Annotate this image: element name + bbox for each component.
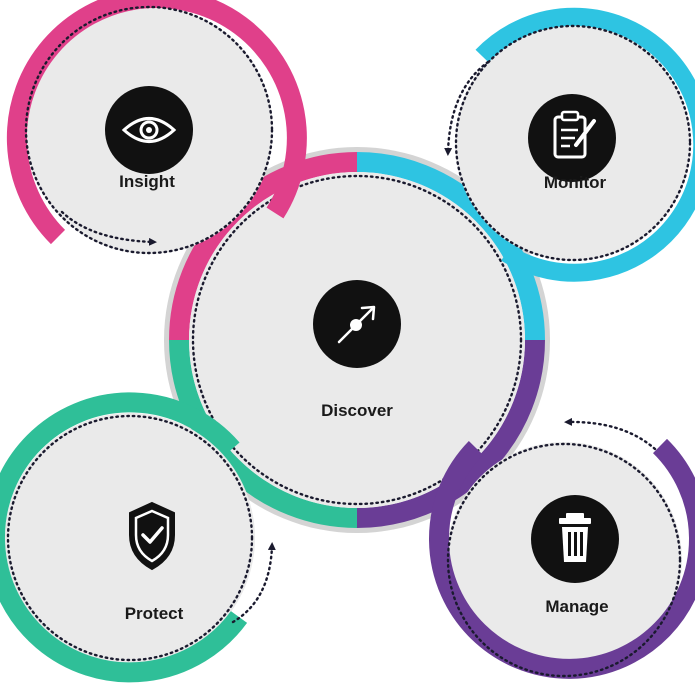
arrow-manage-to-hub: [564, 417, 657, 451]
shield-check-icon: [129, 501, 175, 571]
protect-label: Protect: [125, 604, 184, 623]
insight-label: Insight: [119, 172, 175, 191]
node-monitor: Monitor: [454, 7, 695, 282]
trash-icon: [531, 495, 619, 583]
insight-arc: [6, 0, 307, 245]
center-dotted-ring: [191, 174, 523, 506]
center-label: Discover: [321, 401, 393, 420]
clipboard-pen-icon: [528, 94, 616, 182]
arrow-monitor-to-hub: [444, 60, 490, 156]
manage-arc: [429, 438, 695, 679]
node-manage: Manage: [429, 438, 695, 679]
node-insight: Insight: [6, 0, 307, 255]
monitor-label: Monitor: [544, 173, 607, 192]
node-protect: Protect: [0, 392, 255, 683]
discover-arrow-icon: [313, 280, 401, 368]
monitor-arc: [475, 7, 695, 282]
arrow-protect-to-hub: [231, 542, 276, 624]
manage-dotted-ring: [446, 442, 682, 678]
protect-arc: [0, 392, 248, 683]
center-arc-manage: [356, 339, 545, 528]
insight-dotted-ring: [24, 5, 274, 255]
arrow-insight-to-hub: [60, 210, 157, 246]
protect-dotted-ring: [6, 414, 254, 662]
manage-label: Manage: [545, 597, 608, 616]
center-hub: Discover: [164, 147, 550, 533]
eye-icon: [105, 86, 193, 174]
monitor-dotted-ring: [454, 24, 692, 262]
